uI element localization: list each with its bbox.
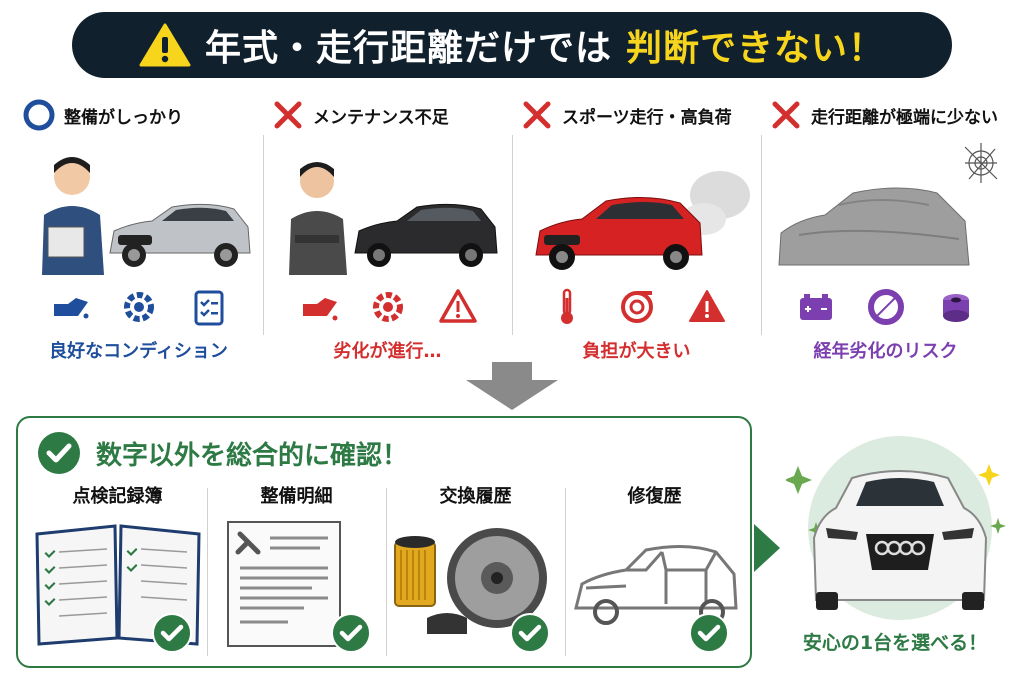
battery-icon bbox=[799, 294, 832, 320]
check-section-title: 数字以外を総合的に確認！ bbox=[96, 440, 409, 471]
check-badge-icon bbox=[152, 613, 192, 653]
cross-mark-icon bbox=[523, 101, 551, 129]
scene-worried-owner-car bbox=[271, 135, 504, 283]
check-badge-icon bbox=[689, 613, 729, 653]
warning-icon bbox=[688, 290, 725, 322]
gear-icon bbox=[123, 292, 154, 322]
maintenance-sheet-illustration bbox=[226, 521, 341, 647]
check-badge-icon bbox=[331, 613, 371, 653]
warning-icon bbox=[438, 289, 477, 323]
column-sports-driving: スポーツ走行・高負荷 負担が大きい bbox=[512, 95, 761, 365]
column-lack-maintenance: メンテナンス不足 劣化が進行… bbox=[263, 95, 512, 365]
mechanic-car-illustration bbox=[42, 157, 251, 275]
column-low-mileage: 走行距離が極端に少ない 経年劣化のリスク bbox=[761, 95, 1010, 365]
doc-replacement-history: 交換履歴 bbox=[386, 482, 565, 662]
cobweb-icon bbox=[964, 143, 998, 183]
scene-red-car bbox=[520, 135, 753, 283]
doc-label: 修復歴 bbox=[627, 486, 682, 507]
check-badge-icon bbox=[510, 613, 550, 653]
doc-maintenance-details: 整備明細 bbox=[207, 482, 386, 662]
column-caption: 経年劣化のリスク bbox=[813, 341, 958, 362]
arrow-right-icon bbox=[754, 524, 780, 572]
doc-inspection-record: 点検記録簿 bbox=[28, 482, 207, 662]
covered-car-illustration bbox=[778, 143, 998, 266]
warning-icon bbox=[139, 23, 191, 67]
oil-filter-icon bbox=[393, 536, 436, 607]
cross-mark-icon bbox=[772, 101, 800, 129]
final-car-illustration bbox=[786, 436, 1006, 620]
gear-icon bbox=[372, 292, 403, 322]
belt-icon bbox=[867, 289, 904, 325]
check-circle-icon bbox=[38, 432, 80, 474]
brake-disc-icon bbox=[446, 528, 547, 628]
doc-repair-history: 修復歴 bbox=[565, 482, 744, 662]
title-highlight: 判断できない！ bbox=[626, 28, 886, 69]
circle-mark-icon bbox=[23, 99, 55, 131]
cross-mark-icon bbox=[274, 101, 302, 129]
comparison-columns: 整備がしっかり 良好なコンディション bbox=[14, 95, 1010, 365]
doc-label: 整備明細 bbox=[260, 486, 333, 507]
red-car-illustration bbox=[535, 171, 750, 270]
worried-owner-car-illustration bbox=[289, 162, 498, 275]
scene-covered-car bbox=[769, 135, 1002, 283]
arrow-down-icon bbox=[466, 362, 558, 410]
column-caption: 劣化が進行… bbox=[333, 341, 442, 362]
doc-label: 点検記録簿 bbox=[72, 486, 163, 507]
bushing-icon bbox=[942, 294, 969, 322]
check-section: 数字以外を総合的に確認！ 点検記録簿 bbox=[16, 416, 752, 668]
title-main: 年式・走行距離だけでは bbox=[204, 28, 612, 69]
column-label: 走行距離が極端に少ない bbox=[811, 107, 998, 128]
parts-illustration bbox=[393, 528, 547, 634]
thermometer-icon bbox=[560, 288, 573, 324]
doc-label: 交換履歴 bbox=[439, 486, 512, 507]
oil-can-icon bbox=[53, 298, 88, 319]
column-caption: 負担が大きい bbox=[582, 341, 691, 362]
column-caption: 良好なコンディション bbox=[49, 341, 228, 362]
scene-mechanic-car bbox=[22, 135, 255, 283]
column-label: 整備がしっかり bbox=[64, 107, 183, 128]
wrench-icon bbox=[235, 531, 260, 555]
checklist-icon bbox=[194, 290, 223, 326]
brake-pad-icon bbox=[426, 613, 467, 634]
oil-can-icon bbox=[302, 298, 337, 321]
turbo-icon bbox=[620, 291, 653, 323]
result-caption: 安心の1台を選べる！ bbox=[802, 632, 988, 654]
title-banner: 年式・走行距離だけでは 判断できない！ bbox=[72, 12, 952, 78]
column-label: スポーツ走行・高負荷 bbox=[562, 107, 732, 128]
column-well-maintained: 整備がしっかり 良好なコンディション bbox=[14, 95, 263, 365]
column-label: メンテナンス不足 bbox=[313, 107, 449, 128]
